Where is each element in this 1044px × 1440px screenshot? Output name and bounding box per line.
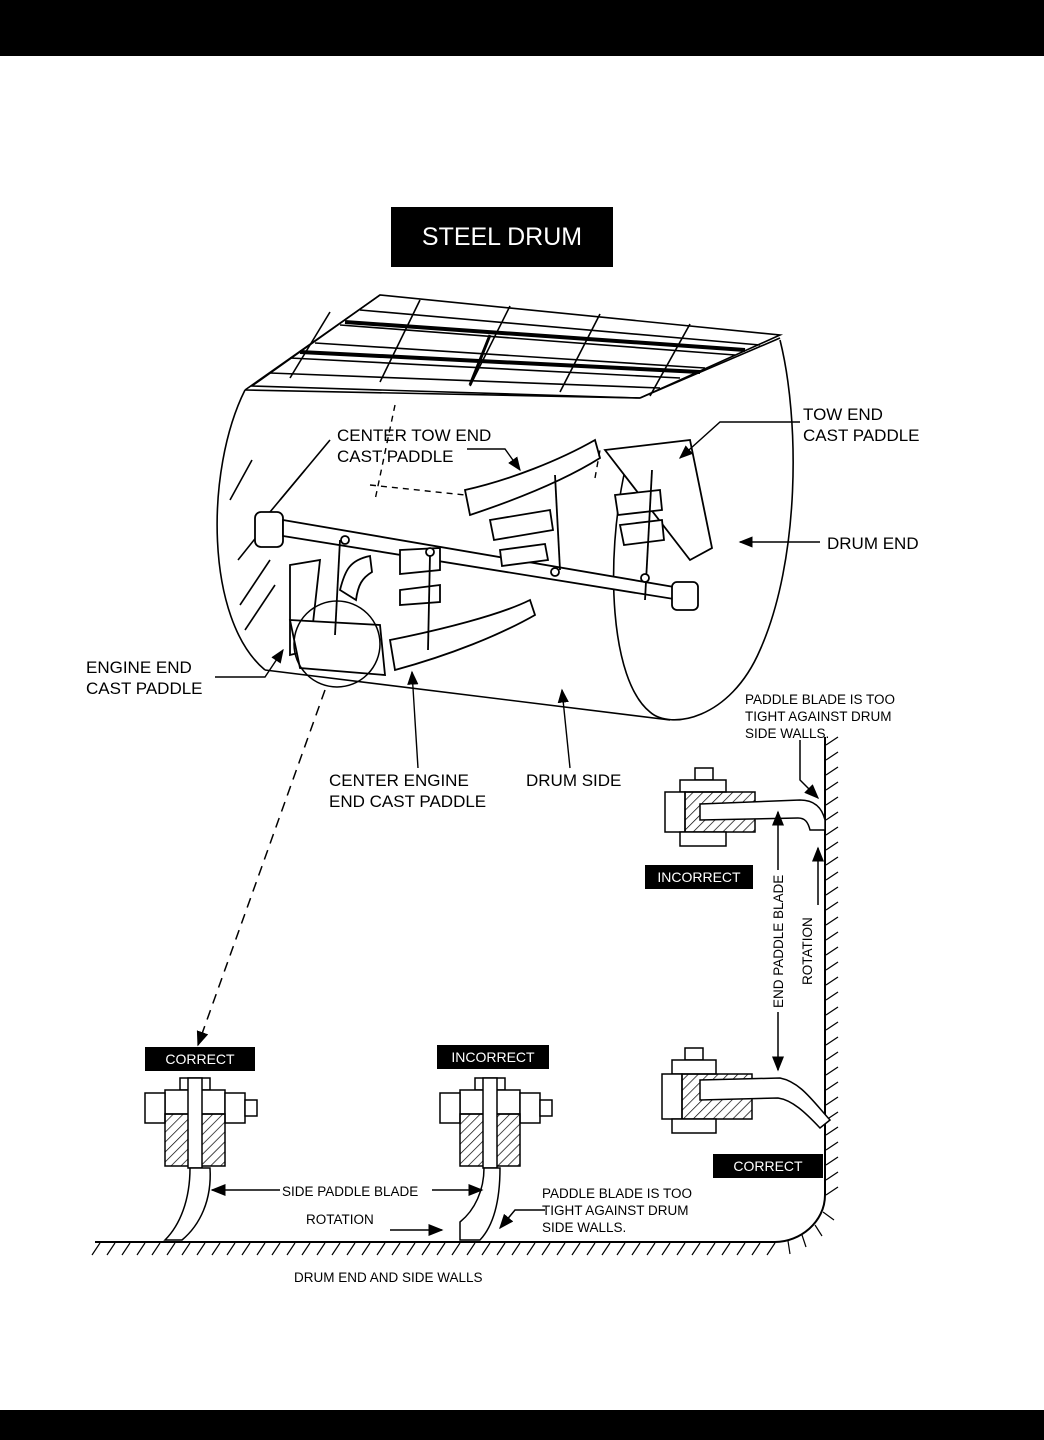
- detail-circle: [293, 600, 381, 688]
- svg-text:SIDE WALLS.: SIDE WALLS.: [542, 1220, 626, 1235]
- drum-right-end: [612, 339, 794, 721]
- label-side-paddle-blade: SIDE PADDLE BLADE: [282, 1184, 418, 1199]
- svg-text:INCORRECT: INCORRECT: [657, 869, 741, 885]
- drum-wall-section: [91, 736, 839, 1256]
- svg-text:SIDE WALLS.: SIDE WALLS.: [745, 726, 829, 741]
- end-blade-correct-section: [661, 1047, 832, 1134]
- label-too-tight-bottom: PADDLE BLADE IS TOO TIGHT AGAINST DRUM S…: [542, 1186, 692, 1235]
- svg-text:CAST PADDLE: CAST PADDLE: [86, 679, 203, 698]
- badge-incorrect-mid: INCORRECT: [437, 1045, 549, 1069]
- diagram-caption: DRUM END AND SIDE WALLS: [294, 1270, 483, 1285]
- svg-text:CENTER ENGINE: CENTER ENGINE: [329, 771, 469, 790]
- svg-text:CORRECT: CORRECT: [733, 1158, 803, 1174]
- label-end-paddle-blade: END PADDLE BLADE: [771, 875, 786, 1008]
- badge-incorrect-top: INCORRECT: [645, 865, 753, 889]
- svg-text:CAST PADDLE: CAST PADDLE: [803, 426, 920, 445]
- drum-left-end: [216, 389, 266, 671]
- center-tow-end-cast-paddle: [463, 438, 602, 517]
- svg-text:CENTER TOW END: CENTER TOW END: [337, 426, 491, 445]
- bottom-border-bar: [0, 1410, 1044, 1440]
- svg-text:INCORRECT: INCORRECT: [451, 1049, 535, 1065]
- label-engine-end-cast-paddle: ENGINE END CAST PADDLE: [86, 658, 203, 698]
- detail-leader-line: [196, 689, 326, 1047]
- badge-correct-left: CORRECT: [145, 1047, 255, 1071]
- shaft-end-left: [254, 511, 284, 548]
- paddle-assembly: [254, 438, 714, 676]
- svg-text:END CAST PADDLE: END CAST PADDLE: [329, 792, 486, 811]
- label-rotation-vertical: ROTATION: [800, 917, 815, 985]
- side-blade-incorrect-section: [439, 1077, 553, 1241]
- top-border-bar: [0, 0, 1044, 56]
- label-center-tow-end-cast-paddle: CENTER TOW END CAST PADDLE: [337, 426, 491, 466]
- svg-text:TOW END: TOW END: [803, 405, 883, 424]
- svg-text:CAST PADDLE: CAST PADDLE: [337, 447, 454, 466]
- svg-text:PADDLE BLADE IS TOO: PADDLE BLADE IS TOO: [542, 1186, 692, 1201]
- diagram-title: STEEL DRUM: [391, 207, 613, 267]
- label-rotation-horizontal: ROTATION: [306, 1212, 374, 1227]
- shaft-end-right: [671, 581, 699, 611]
- label-tow-end-cast-paddle: TOW END CAST PADDLE: [803, 405, 920, 445]
- label-drum-end: DRUM END: [827, 534, 919, 553]
- callout-leaders: [215, 421, 820, 769]
- svg-text:PADDLE BLADE IS TOO: PADDLE BLADE IS TOO: [745, 692, 895, 707]
- hidden-lines: [369, 404, 601, 501]
- svg-text:TIGHT AGAINST DRUM: TIGHT AGAINST DRUM: [745, 709, 892, 724]
- steel-drum: [216, 294, 794, 721]
- label-center-engine-end-cast-paddle: CENTER ENGINE END CAST PADDLE: [329, 771, 486, 811]
- side-blade-correct-section: [144, 1077, 258, 1241]
- label-drum-side: DRUM SIDE: [526, 771, 621, 790]
- center-engine-end-cast-paddle: [388, 598, 537, 672]
- svg-text:TIGHT AGAINST DRUM: TIGHT AGAINST DRUM: [542, 1203, 689, 1218]
- label-too-tight-top: PADDLE BLADE IS TOO TIGHT AGAINST DRUM S…: [745, 692, 895, 741]
- end-blade-incorrect-section: [664, 767, 826, 847]
- drum-top-grating: [249, 294, 784, 399]
- dimension-arrows: [210, 740, 824, 1236]
- badge-correct-right: CORRECT: [713, 1154, 823, 1178]
- svg-text:ENGINE END: ENGINE END: [86, 658, 192, 677]
- svg-text:CORRECT: CORRECT: [165, 1051, 235, 1067]
